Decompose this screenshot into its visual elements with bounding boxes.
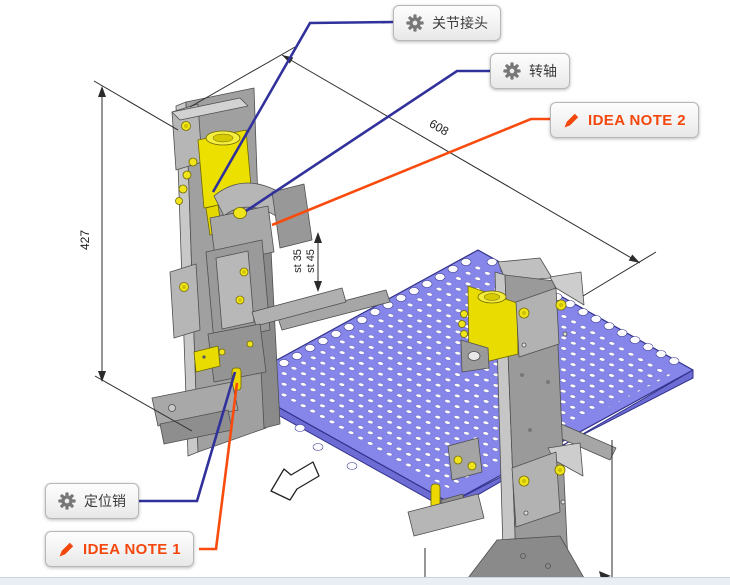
direction-arrow	[270, 461, 320, 501]
leader-joint	[211, 20, 394, 193]
leader-lines	[134, 20, 550, 551]
lower-bracket	[511, 442, 584, 528]
plate-rail-upper	[277, 289, 391, 331]
leader-idea1	[199, 382, 239, 551]
dim-427-text: 427	[78, 230, 92, 250]
leader-idea2	[271, 117, 550, 227]
callout-shaft[interactable]: 转轴	[490, 53, 570, 89]
idea-note-1-label: IDEA NOTE 1	[83, 540, 182, 558]
upper-bracket	[515, 271, 585, 358]
callout-joint-label: 关节接头	[432, 15, 488, 31]
perforated-plate	[234, 249, 694, 512]
dimension-427: 427	[78, 80, 193, 432]
status-bar	[0, 577, 730, 585]
dim-608-text: 608	[427, 116, 452, 138]
idea-note-2-label: IDEA NOTE 2	[588, 111, 687, 129]
callout-shaft-label: 转轴	[529, 63, 557, 79]
leader-shaft	[245, 69, 490, 213]
callout-idea-note-1[interactable]: IDEA NOTE 1	[45, 531, 195, 567]
pivot-pin	[233, 207, 247, 219]
right-column-assembly	[407, 257, 585, 585]
pencil-icon	[564, 113, 579, 127]
gear-icon	[503, 62, 521, 80]
stroke-lower-text: st 45	[305, 249, 317, 273]
leader-pin	[134, 371, 237, 503]
column-actuator	[458, 285, 519, 373]
gear-icon	[58, 492, 76, 510]
pencil-icon	[59, 542, 74, 556]
stroke-travel-dimension: st 35 st 45	[292, 232, 322, 292]
callout-joint[interactable]: 关节接头	[393, 5, 501, 41]
callout-pin-label: 定位销	[84, 493, 126, 509]
left-fixture-assembly	[151, 87, 347, 457]
gear-icon	[406, 14, 424, 32]
callout-pin[interactable]: 定位销	[45, 483, 139, 519]
callout-idea-note-2[interactable]: IDEA NOTE 2	[550, 102, 700, 138]
stroke-upper-text: st 35	[292, 249, 304, 273]
